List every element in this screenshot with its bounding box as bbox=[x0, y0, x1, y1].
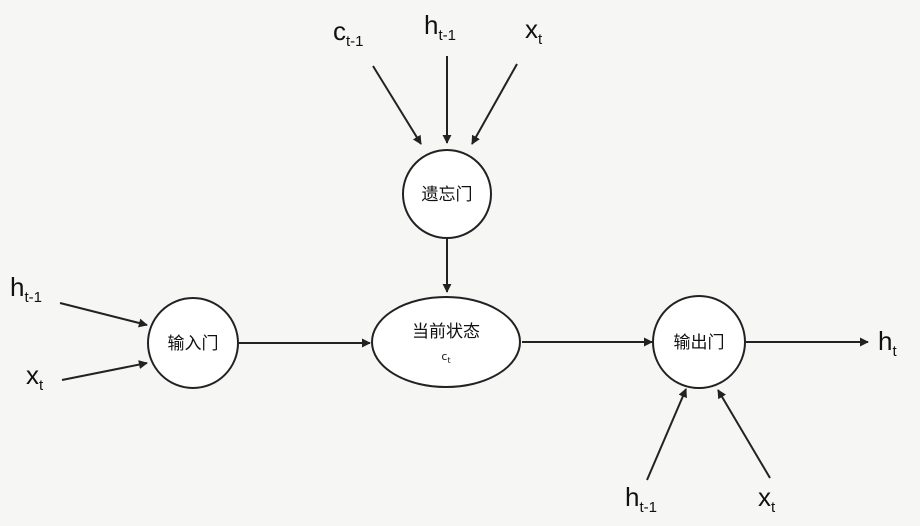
edge-x-to-forget bbox=[471, 63, 518, 145]
input-gate-node bbox=[147, 297, 239, 389]
edge-x-to-input bbox=[61, 360, 148, 381]
forget-input-c-label: ct-1 bbox=[333, 16, 364, 50]
input-gate-x-label: xt bbox=[26, 360, 44, 394]
forget-input-x-label: xt bbox=[525, 14, 543, 48]
output-gate-h-label: ht-1 bbox=[625, 482, 657, 516]
forget-gate-node bbox=[402, 149, 492, 239]
edge-c-to-forget bbox=[372, 65, 422, 145]
output-gate-x-label: xt bbox=[758, 482, 776, 516]
current-state-symbol: ct bbox=[441, 350, 450, 365]
edge-x-to-output bbox=[717, 389, 771, 479]
forget-input-h-label: ht-1 bbox=[424, 10, 456, 44]
forget-gate-label: 遗忘门 bbox=[422, 185, 473, 205]
current-state-title: 当前状态 bbox=[412, 322, 480, 342]
current-state-node bbox=[371, 296, 521, 388]
edge-h-to-output bbox=[646, 388, 687, 481]
output-result-h-label: ht bbox=[878, 326, 897, 360]
output-gate-label: 输出门 bbox=[674, 333, 725, 353]
output-gate-node bbox=[652, 295, 746, 389]
edge-h-to-input bbox=[59, 302, 148, 328]
input-gate-label: 输入门 bbox=[168, 334, 219, 354]
input-gate-h-label: ht-1 bbox=[10, 272, 42, 306]
